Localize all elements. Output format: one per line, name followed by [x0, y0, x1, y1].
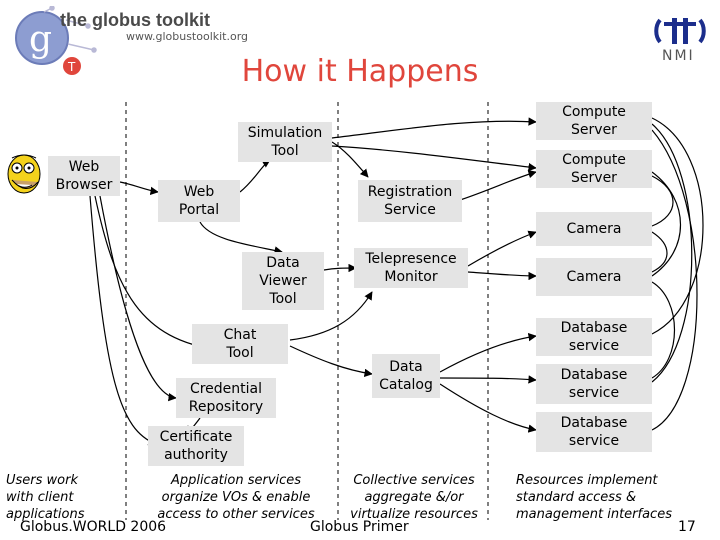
certificate-authority-box: Certificate authority	[148, 426, 244, 466]
data-catalog-box: Data Catalog	[372, 354, 440, 398]
nmi-emblem-icon	[654, 18, 706, 44]
compute-server-box-2: Compute Server	[536, 150, 652, 188]
svg-text:g: g	[29, 19, 52, 60]
chat-tool-box: Chat Tool	[192, 324, 288, 364]
data-viewer-tool-box: Data Viewer Tool	[242, 252, 324, 310]
telepresence-monitor-box: Telepresence Monitor	[354, 248, 468, 288]
caption-application-services: Application services organize VOs & enab…	[157, 473, 315, 522]
camera-box-1: Camera	[536, 212, 652, 246]
logo-url: www.globustoolkit.org	[126, 30, 249, 43]
caption-collective-services: Collective services aggregate &/or virtu…	[350, 473, 478, 522]
credential-repository-box: Credential Repository	[176, 378, 276, 418]
compute-server-box-1: Compute Server	[536, 102, 652, 140]
globus-logo[interactable]: g T the globus toolkit www.globustoolkit…	[8, 6, 248, 76]
web-portal-box: Web Portal	[158, 180, 240, 222]
logo-text: the globus toolkit	[60, 10, 210, 30]
footer-topic: Globus Primer	[310, 519, 409, 535]
web-browser-box: Web Browser	[48, 156, 120, 196]
database-service-box-3: Database service	[536, 412, 652, 452]
database-service-box-2: Database service	[536, 364, 652, 404]
page-title: How it Happens	[241, 54, 479, 89]
globus-g-icon: g T	[15, 6, 97, 75]
footer-event: Globus.WORLD 2006	[20, 519, 167, 535]
caption-users: Users work with client applications	[6, 473, 85, 522]
simulation-tool-box: Simulation Tool	[238, 122, 332, 162]
registration-service-box: Registration Service	[358, 180, 462, 222]
camera-box-2: Camera	[536, 258, 652, 296]
svg-text:T: T	[67, 60, 76, 74]
database-service-box-1: Database service	[536, 318, 652, 356]
footer-page-number: 17	[678, 519, 696, 535]
caption-resources: Resources implement standard access & ma…	[516, 473, 672, 522]
user-character-icon	[2, 150, 48, 200]
nmi-text: NMI	[662, 48, 695, 64]
nmi-logo: NMI	[650, 12, 710, 66]
